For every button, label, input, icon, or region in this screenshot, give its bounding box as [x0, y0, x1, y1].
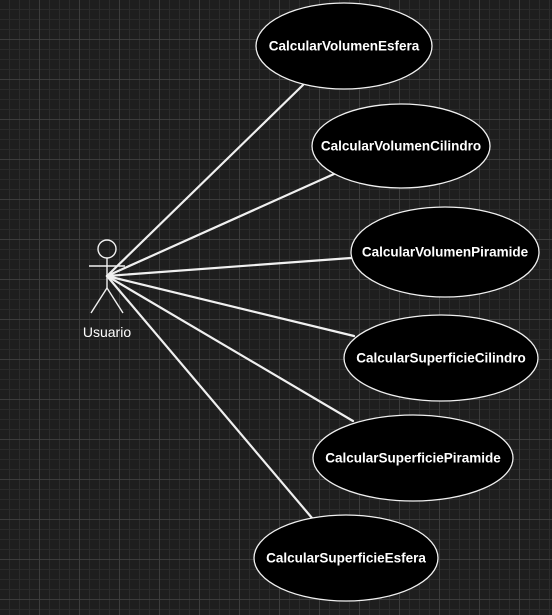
use-case-label: CalcularVolumenPiramide — [362, 245, 529, 260]
use-case-calcular-volumen-esfera[interactable]: CalcularVolumenEsfera — [255, 2, 433, 90]
use-case-label: CalcularSuperficiePiramide — [325, 451, 501, 466]
use-case-calcular-superficie-cilindro[interactable]: CalcularSuperficieCilindro — [343, 314, 539, 402]
use-case-calcular-superficie-esfera[interactable]: CalcularSuperficieEsfera — [253, 514, 439, 602]
use-case-label: CalcularSuperficieCilindro — [356, 351, 526, 366]
association-calcular-superficie-esfera — [105, 274, 314, 520]
actor-label: Usuario — [83, 324, 131, 340]
use-case-calcular-volumen-cilindro[interactable]: CalcularVolumenCilindro — [311, 103, 491, 189]
stick-figure-actor-icon — [89, 239, 125, 314]
use-case-label: CalcularVolumenCilindro — [321, 139, 481, 154]
actor-usuario[interactable]: Usuario — [83, 239, 131, 340]
association-calcular-volumen-piramide — [105, 256, 353, 278]
association-calcular-superficie-piramide — [105, 274, 355, 423]
association-calcular-superficie-cilindro — [105, 274, 356, 338]
association-calcular-volumen-esfera — [105, 83, 305, 278]
use-case-label: CalcularSuperficieEsfera — [266, 551, 426, 566]
use-case-calcular-volumen-piramide[interactable]: CalcularVolumenPiramide — [350, 206, 540, 298]
use-case-label: CalcularVolumenEsfera — [269, 39, 420, 54]
association-calcular-volumen-cilindro — [105, 172, 336, 278]
use-case-calcular-superficie-piramide[interactable]: CalcularSuperficiePiramide — [312, 414, 514, 502]
associations — [105, 83, 356, 520]
